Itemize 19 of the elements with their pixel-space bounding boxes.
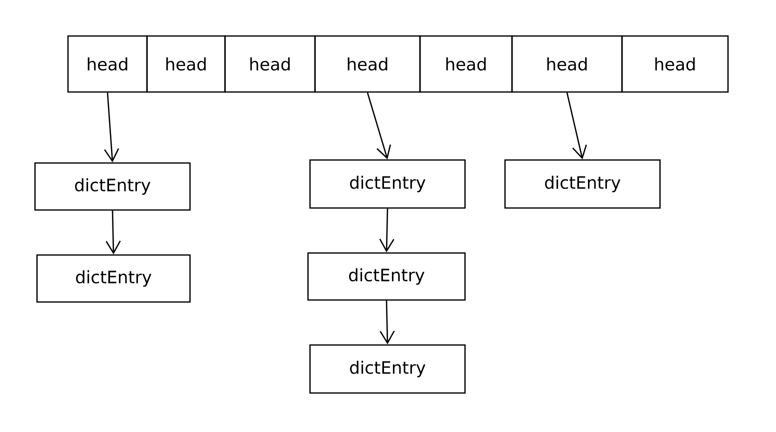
head-cell: head [67,35,148,93]
head-cell: head [621,35,729,93]
entry-box: dictEntry [36,254,191,303]
entry-box: dictEntry [504,159,661,209]
head-cell: head [419,35,513,93]
arrow [366,92,392,160]
arrow [566,92,587,160]
entry-box: dictEntry [309,159,466,209]
arrow [106,210,121,254]
arrow [380,300,395,344]
head-cell: head [146,35,226,93]
head-cell: head [314,35,421,93]
entry-box: dictEntry [307,252,466,301]
head-cell: head [224,35,316,93]
arrow [379,208,394,252]
entry-box: dictEntry [34,162,191,211]
arrow [104,92,120,162]
entry-box: dictEntry [309,344,466,394]
head-cell: head [511,35,623,93]
